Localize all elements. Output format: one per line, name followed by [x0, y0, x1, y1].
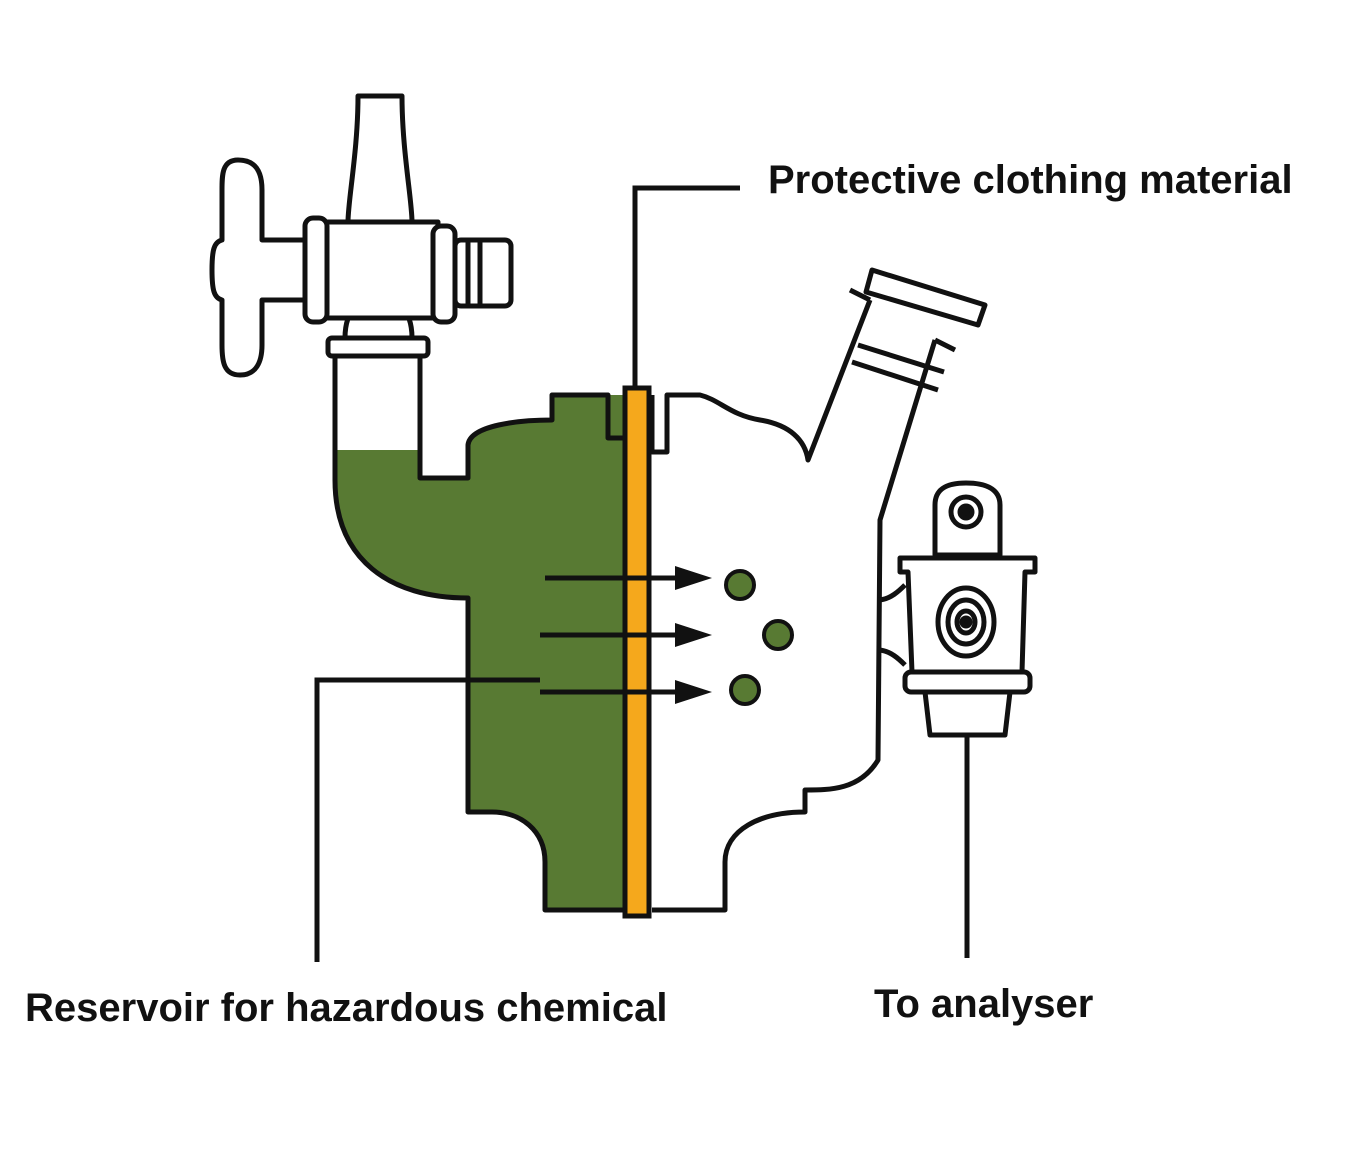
leader-lines — [314, 185, 970, 962]
reservoir-leader-line — [314, 677, 540, 962]
collection-outline — [649, 299, 938, 913]
chemical-liquid — [335, 395, 625, 910]
reservoir-label: Reservoir for hazardous chemical — [25, 986, 668, 1030]
side-arm-icon — [848, 267, 988, 393]
stopcock-icon — [209, 93, 514, 378]
outlet-fitting-icon — [897, 480, 1038, 738]
permeation-arrow — [540, 680, 712, 704]
reservoir-chamber — [325, 335, 625, 913]
membrane-strip — [622, 385, 652, 919]
permeated-droplets — [724, 569, 794, 706]
permeation-arrow — [540, 623, 712, 647]
reservoir-outline — [332, 350, 625, 913]
collection-chamber — [649, 267, 988, 913]
droplet — [724, 569, 756, 601]
analyser-label: To analyser — [874, 982, 1094, 1026]
droplet — [762, 619, 794, 651]
droplet — [729, 674, 761, 706]
permeation-arrow — [545, 566, 712, 590]
membrane-leader-line — [632, 185, 740, 390]
permeation-arrows — [540, 566, 712, 704]
inlet-socket — [325, 335, 431, 359]
membrane-label: Protective clothing material — [768, 158, 1293, 202]
